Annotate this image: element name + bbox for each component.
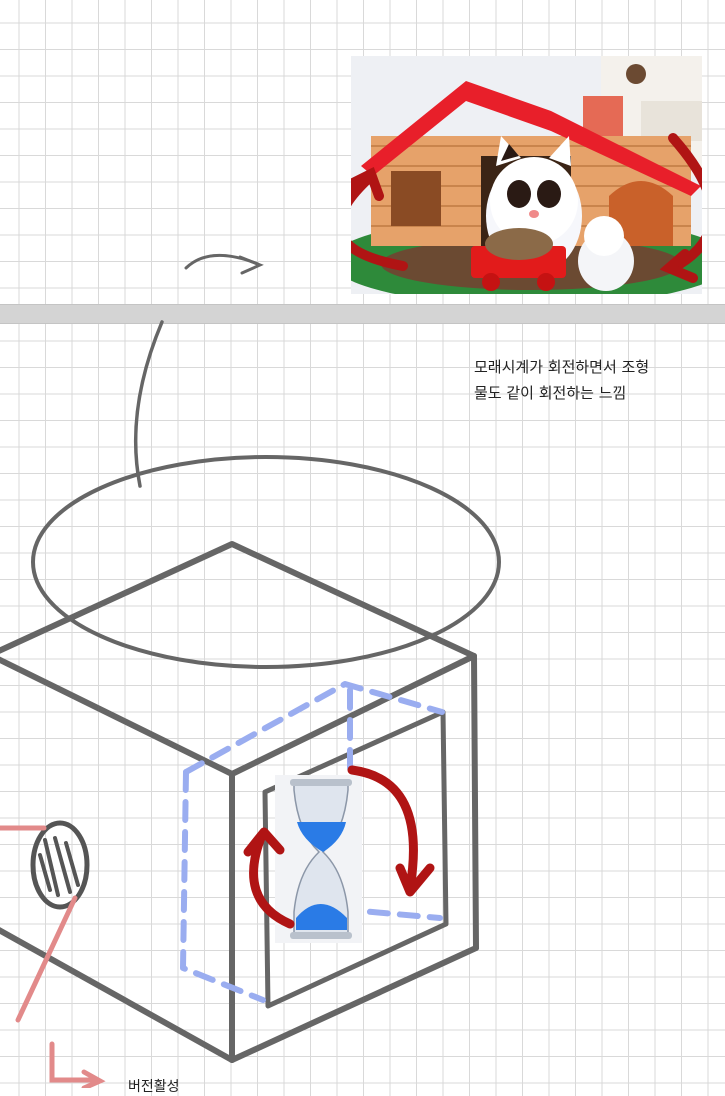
rotation-arrow-icon (243, 765, 435, 929)
reference-photo (351, 56, 702, 294)
annotation-note: 모래시계가 회전하면서 조형 물도 같이 회전하는 느낌 (474, 354, 714, 406)
connector-arrow-icon (184, 253, 264, 275)
note-line-2: 물도 같이 회전하는 느낌 (474, 384, 627, 402)
note-line-1: 모래시계가 회전하면서 조형 (474, 358, 650, 376)
pink-guide-lines (0, 825, 106, 1088)
hourglass-photo (275, 775, 362, 943)
side-grille-icon (30, 820, 90, 910)
page-break (0, 304, 725, 324)
box-window (262, 709, 449, 1009)
top-ellipse (31, 455, 501, 669)
bottom-note: 버전활성 (128, 1079, 180, 1095)
connector-line (133, 320, 164, 488)
